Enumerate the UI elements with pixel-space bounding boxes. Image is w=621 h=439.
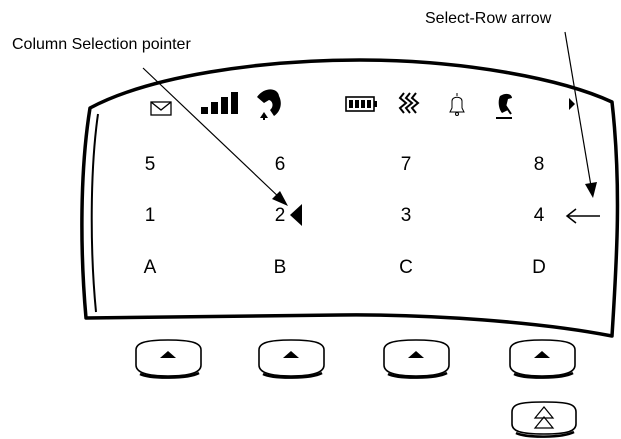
column-pointer-arrowhead — [272, 191, 288, 206]
select-row-pointer-line — [564, 31, 592, 187]
more-arrow-icon — [569, 98, 575, 110]
grid-cell[interactable]: 5 — [144, 154, 156, 175]
grid-cell[interactable]: 1 — [144, 205, 156, 226]
scroll-up-key[interactable] — [511, 401, 577, 438]
grid-cell[interactable]: 7 — [400, 154, 412, 175]
envelope-icon — [150, 101, 172, 116]
battery-icon — [345, 96, 377, 112]
up-arrow-icon — [408, 351, 424, 358]
column-selection-pointer-label: Column Selection pointer — [12, 36, 191, 53]
grid-cell[interactable]: A — [143, 257, 157, 278]
grid-cell[interactable]: B — [273, 257, 287, 278]
softkey-1[interactable] — [135, 339, 202, 379]
vibrate-icon — [398, 92, 420, 114]
softkey-3[interactable] — [383, 339, 450, 379]
grid-cell[interactable]: D — [532, 257, 546, 278]
grid-cell[interactable]: 6 — [274, 154, 286, 175]
grid-cell[interactable]: C — [399, 257, 413, 278]
display-outline — [80, 58, 620, 338]
select-row-pointer-arrowhead — [585, 182, 597, 198]
softkey-4[interactable] — [509, 339, 576, 379]
grid-cell[interactable]: 3 — [400, 205, 412, 226]
signal-strength-icon — [201, 92, 238, 114]
bell-icon — [449, 93, 465, 116]
up-arrow-icon — [534, 351, 550, 358]
phone-handset-icon — [257, 89, 281, 120]
double-up-arrow-icon — [533, 406, 555, 429]
column-pointer-line — [142, 67, 283, 201]
column-pointer-marker — [290, 204, 302, 226]
softkey-2[interactable] — [258, 339, 325, 379]
grid-cell[interactable]: 4 — [533, 205, 545, 226]
call-forward-icon — [496, 93, 512, 119]
row-selection-arrow — [565, 208, 600, 224]
select-row-arrow-label: Select-Row arrow — [425, 10, 552, 27]
grid-cell[interactable]: 2 — [274, 205, 286, 226]
up-arrow-icon — [160, 351, 176, 358]
grid-cell[interactable]: 8 — [533, 154, 545, 175]
display-inner-edge — [90, 113, 99, 313]
up-arrow-icon — [283, 351, 299, 358]
